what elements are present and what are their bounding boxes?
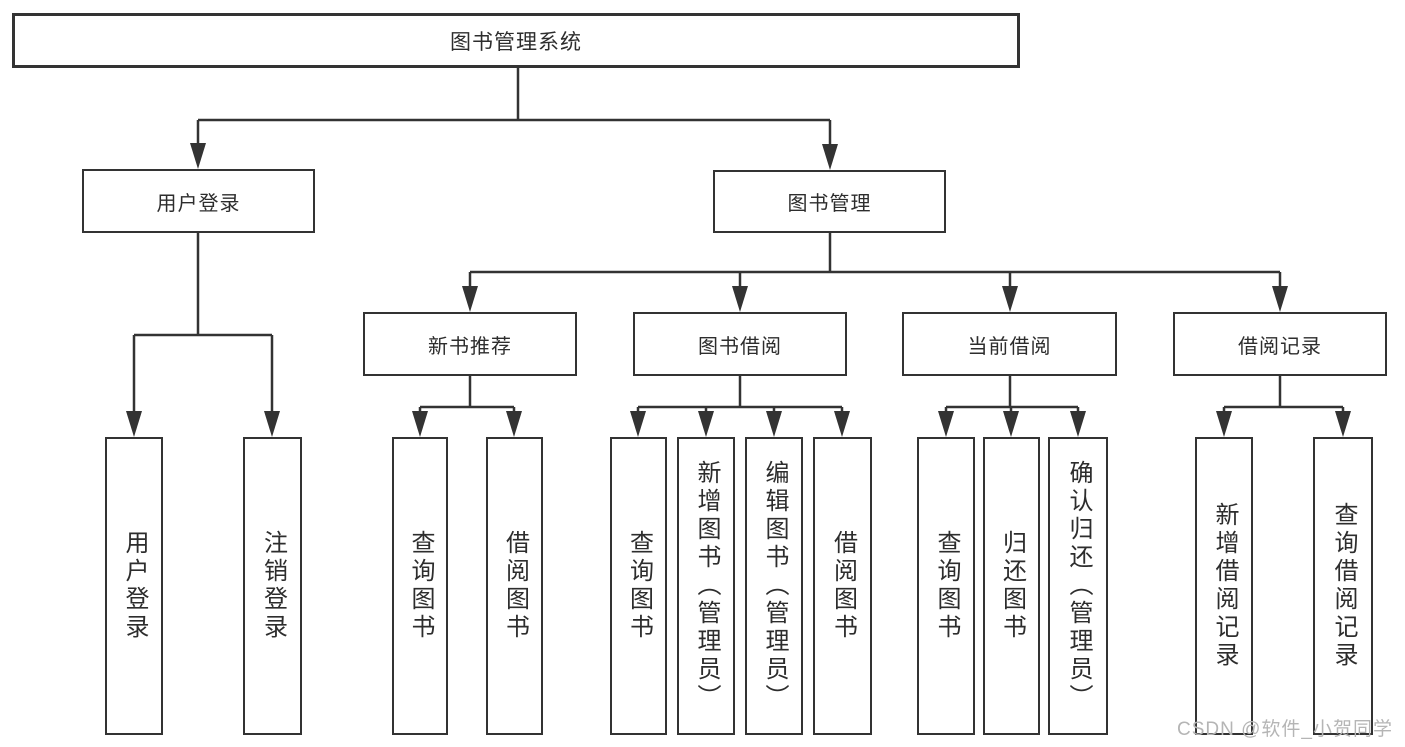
node-borrow-records-label: 借阅记录 xyxy=(1238,335,1322,358)
node-library-system-label: 图书管理系统 xyxy=(450,30,582,54)
node-edit-book-admin: 编辑图书（管理员） xyxy=(745,437,803,735)
node-query-books-3-label: 查询图书 xyxy=(933,530,960,642)
node-borrow-records: 借阅记录 xyxy=(1173,312,1387,376)
node-borrow-books-1: 借阅图书 xyxy=(486,437,543,735)
node-book-borrowing-label: 图书借阅 xyxy=(698,335,782,358)
arrowheads xyxy=(126,143,1351,437)
node-query-borrow-record: 查询借阅记录 xyxy=(1313,437,1373,735)
node-current-borrowing-label: 当前借阅 xyxy=(967,335,1052,358)
node-add-book-admin-label: 新增图书（管理员） xyxy=(693,460,720,712)
node-add-borrow-record-label: 新增借阅记录 xyxy=(1211,502,1238,670)
node-user-login-leaf: 用户登录 xyxy=(105,437,163,735)
node-book-management: 图书管理 xyxy=(713,170,946,233)
node-book-management-label: 图书管理 xyxy=(787,193,872,215)
node-query-books-2: 查询图书 xyxy=(610,437,667,735)
node-query-books-1-label: 查询图书 xyxy=(407,530,434,642)
node-borrow-books-1-label: 借阅图书 xyxy=(501,530,529,642)
node-new-book-recommend: 新书推荐 xyxy=(363,312,577,376)
node-edit-book-admin-label: 编辑图书（管理员） xyxy=(761,460,788,712)
node-logout-label: 注销登录 xyxy=(259,530,287,642)
csdn-watermark: CSDN @软件_小贺同学 xyxy=(1177,719,1393,740)
node-query-borrow-record-label: 查询借阅记录 xyxy=(1330,502,1357,670)
node-user-login-label: 用户登录 xyxy=(156,192,241,215)
node-return-books: 归还图书 xyxy=(983,437,1040,735)
node-logout: 注销登录 xyxy=(243,437,302,735)
node-add-book-admin: 新增图书（管理员） xyxy=(677,437,735,735)
node-return-books-label: 归还图书 xyxy=(998,530,1026,642)
node-confirm-return-admin-label: 确认归还（管理员） xyxy=(1065,460,1092,712)
node-book-borrowing: 图书借阅 xyxy=(633,312,847,376)
node-library-system: 图书管理系统 xyxy=(12,13,1020,68)
node-query-books-2-label: 查询图书 xyxy=(625,530,653,642)
node-new-book-recommend-label: 新书推荐 xyxy=(428,335,512,358)
node-user-login-leaf-label: 用户登录 xyxy=(121,530,148,642)
node-current-borrowing: 当前借阅 xyxy=(902,312,1117,376)
node-borrow-books-2: 借阅图书 xyxy=(813,437,872,735)
node-confirm-return-admin: 确认归还（管理员） xyxy=(1048,437,1108,735)
node-query-books-3: 查询图书 xyxy=(917,437,975,735)
node-user-login: 用户登录 xyxy=(82,169,315,233)
node-query-books-1: 查询图书 xyxy=(392,437,448,735)
node-add-borrow-record: 新增借阅记录 xyxy=(1195,437,1253,735)
node-borrow-books-2-label: 借阅图书 xyxy=(829,530,857,642)
